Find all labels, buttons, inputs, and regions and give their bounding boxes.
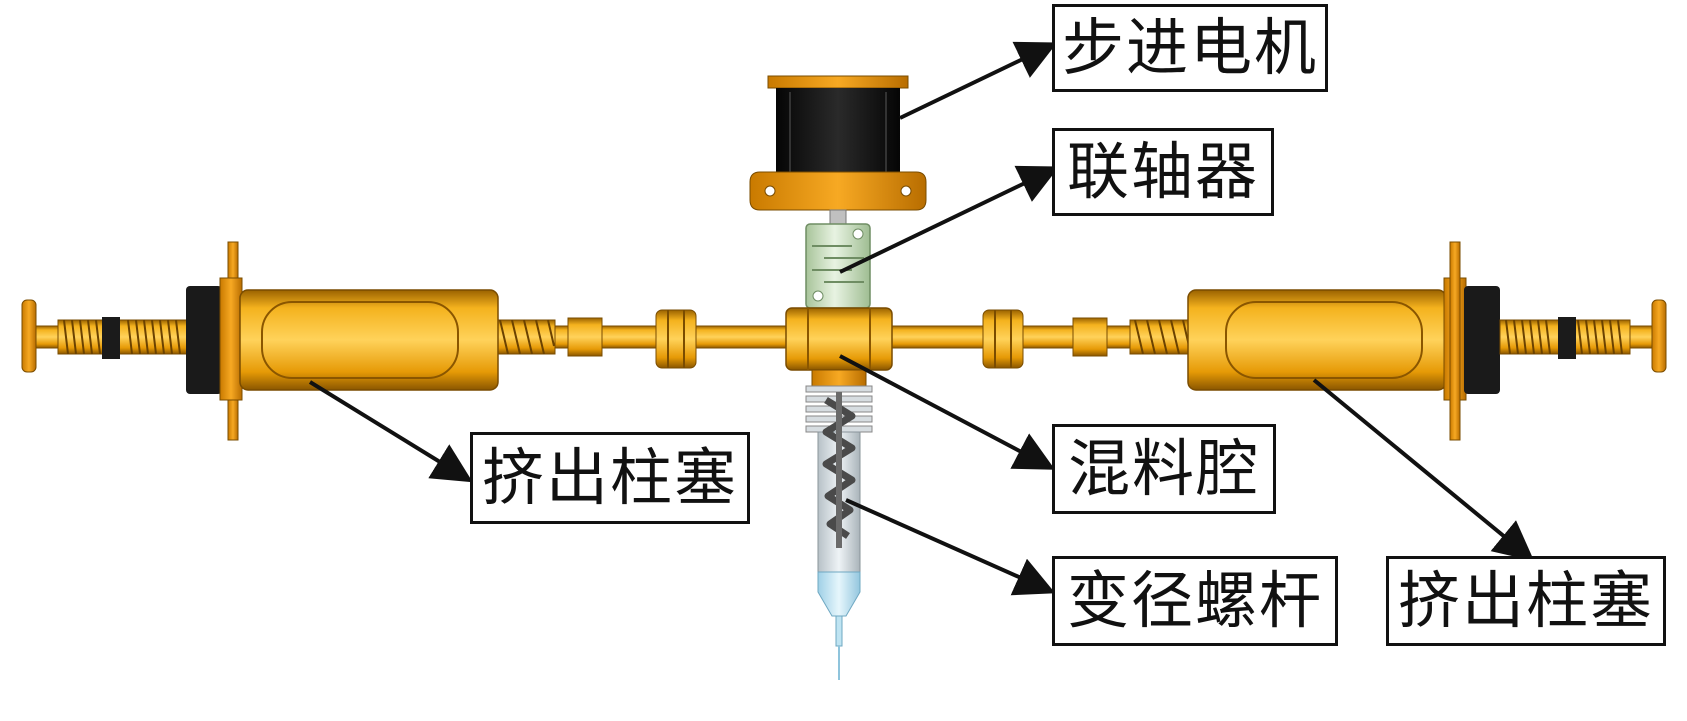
arrow-coupling [839, 165, 1060, 274]
leader-arrows [308, 41, 1535, 596]
label-variable-pitch-screw: 变径螺杆 [1052, 556, 1338, 646]
label-extrusion-plunger-right: 挤出柱塞 [1386, 556, 1666, 646]
left-extrusion-plunger [21, 241, 499, 441]
arrow-stepper-motor [899, 41, 1058, 120]
label-extrusion-plunger-left: 挤出柱塞 [470, 432, 750, 524]
arrow-mixing-chamber [839, 354, 1056, 470]
left-fitting [655, 309, 697, 369]
arrow-variable-screw [845, 498, 1056, 596]
left-thread [494, 319, 556, 355]
right-extrusion-plunger [1187, 241, 1667, 441]
arrow-plunger-left [308, 380, 473, 483]
arrow-plunger-right [1312, 378, 1535, 562]
right-thread [1129, 319, 1191, 355]
label-stepper-motor: 步进电机 [1052, 4, 1328, 92]
right-fitting [982, 309, 1024, 369]
coupling [805, 223, 871, 309]
label-mixing-chamber: 混料腔 [1052, 424, 1276, 514]
variable-pitch-screw [805, 385, 873, 680]
label-coupling: 联轴器 [1052, 128, 1274, 216]
mixing-chamber [785, 307, 893, 387]
stepper-motor [749, 75, 927, 225]
